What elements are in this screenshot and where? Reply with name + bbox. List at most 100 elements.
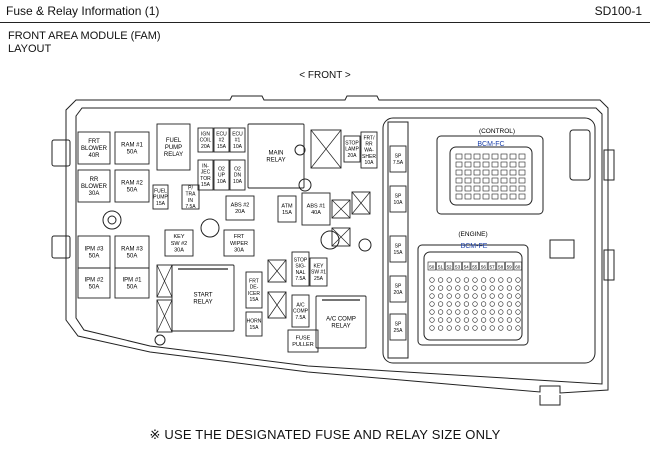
bcm-fe-pin bbox=[506, 325, 513, 331]
bcm-fc-pin bbox=[464, 169, 472, 176]
component-outline bbox=[197, 159, 214, 191]
relay-block-x bbox=[351, 191, 371, 215]
fe-pin-number: 55 bbox=[472, 264, 478, 269]
bcm-fc-pin bbox=[518, 193, 526, 200]
component-label-line: 50A bbox=[89, 254, 100, 260]
component-label-line: PULLER bbox=[292, 342, 313, 348]
bcm-fe-pin bbox=[446, 293, 452, 299]
fe-pin-number: 59 bbox=[507, 264, 513, 269]
fe-pin-box bbox=[496, 261, 505, 271]
component-label-line: FUSE bbox=[296, 336, 311, 342]
component-label-line: 10A bbox=[233, 179, 243, 185]
component-label-line: FUEL bbox=[154, 189, 167, 195]
bcm-fc-pin bbox=[500, 161, 508, 168]
component-outline bbox=[291, 294, 310, 328]
bcm-fe-pin bbox=[463, 293, 470, 299]
fe-pin-box bbox=[453, 261, 462, 271]
component-label-line: ABS #1 bbox=[307, 204, 326, 210]
bcm-fc-pin bbox=[500, 177, 508, 184]
bcm-fc-pin bbox=[455, 161, 463, 168]
bcm-fe-pin bbox=[498, 277, 504, 283]
bcm-fe-pin bbox=[463, 317, 470, 323]
bcm-fc-pin bbox=[509, 169, 517, 176]
fe-pin-box bbox=[436, 261, 445, 271]
component-label-line: 50A bbox=[127, 150, 138, 156]
bcm-fe-pin bbox=[515, 317, 521, 323]
component-label-line: FRT bbox=[234, 234, 245, 240]
fe-pin-box bbox=[462, 261, 471, 271]
component-label-line: 30A bbox=[89, 191, 100, 197]
bcm-fc-pin bbox=[464, 177, 472, 184]
component-label-line: RR bbox=[90, 177, 99, 183]
component-label-line: BLOWER bbox=[81, 184, 108, 190]
bcm-fe-pin bbox=[463, 285, 470, 291]
component-label-line: JEC bbox=[201, 170, 211, 176]
component-label-line: 10A bbox=[217, 179, 227, 185]
bcm-fe-pin bbox=[446, 285, 452, 291]
page-header: Fuse & Relay Information (1) SD100-1 bbox=[0, 0, 650, 23]
bcm-fe-label: BCM-FE bbox=[461, 243, 488, 250]
component-outline bbox=[77, 169, 111, 203]
fe-pin-number: 60 bbox=[515, 264, 521, 269]
component-outline bbox=[287, 329, 319, 353]
component-label-line: ICER bbox=[248, 291, 260, 297]
component-outline bbox=[389, 145, 407, 173]
component-label-line: IN bbox=[188, 198, 193, 204]
component-outline bbox=[197, 127, 214, 153]
bcm-fc-pin bbox=[491, 193, 499, 200]
bcm-fe-pin bbox=[515, 293, 521, 299]
component-outline bbox=[245, 271, 263, 309]
component-outline bbox=[389, 275, 407, 303]
component-label-line: #1 bbox=[235, 138, 241, 144]
component-outline bbox=[309, 257, 328, 287]
component-outline bbox=[114, 131, 150, 165]
component-label-line: UP bbox=[218, 173, 226, 179]
component-label-line: ECU bbox=[232, 132, 243, 138]
bcm-fc-pin bbox=[509, 153, 517, 160]
bcm-fc-pin bbox=[500, 185, 508, 192]
bcm-fe-pin bbox=[472, 285, 478, 291]
bcm-fc-pin bbox=[518, 169, 526, 176]
component-label-line: RELAY bbox=[164, 152, 183, 158]
bcm-fe-pin bbox=[429, 285, 435, 291]
component-label-line: FRT bbox=[249, 278, 259, 284]
component-label-line: LAMP bbox=[345, 147, 359, 153]
bcm-fc-pin bbox=[518, 161, 526, 168]
component-label-line: FUEL bbox=[166, 138, 182, 144]
bcm-fe-pin bbox=[489, 309, 495, 315]
component-label-line: 20A bbox=[348, 153, 358, 159]
component-label-line: 30A bbox=[234, 248, 244, 254]
component-outline bbox=[77, 267, 111, 299]
bcm-fc-pin bbox=[500, 193, 508, 200]
relay-blocks bbox=[156, 129, 371, 333]
bcm-fe-pin bbox=[446, 309, 452, 315]
component-label-line: ECU bbox=[216, 132, 227, 138]
bcm-fe-pin bbox=[455, 293, 461, 299]
bcm-fc-pin bbox=[473, 169, 481, 176]
module-subtitle: LAYOUT bbox=[8, 43, 52, 55]
component-outline bbox=[291, 251, 310, 287]
bcm-fe-pin bbox=[472, 325, 478, 331]
component-label-line: #2 bbox=[219, 138, 225, 144]
component-outline bbox=[213, 159, 230, 191]
bcm-fe-pin bbox=[481, 309, 487, 315]
component-label-line: START bbox=[193, 292, 212, 298]
bcm-fc-pin bbox=[455, 177, 463, 184]
bcm-fe-pin bbox=[446, 301, 452, 307]
component-label-line: A/C COMP bbox=[326, 316, 356, 322]
relay-block-x bbox=[267, 291, 287, 319]
component-label-line: SW #1 bbox=[311, 270, 326, 276]
bcm-fe-pin bbox=[438, 325, 444, 331]
connector-area bbox=[382, 117, 596, 364]
